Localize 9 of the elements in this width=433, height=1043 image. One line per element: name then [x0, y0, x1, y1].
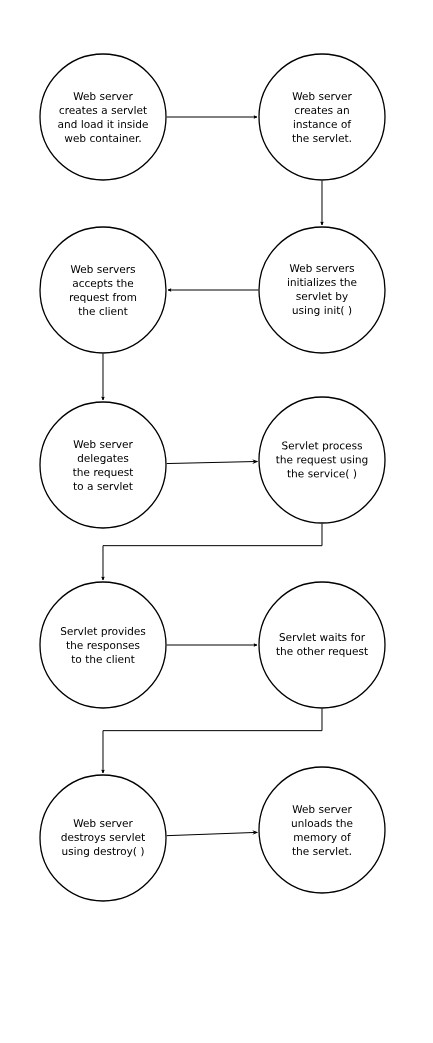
- arrow: [320, 180, 324, 226]
- arrow: [166, 115, 258, 119]
- arrow: [166, 459, 258, 465]
- arrow: [166, 643, 258, 647]
- arrow: [166, 830, 258, 837]
- arrow: [101, 708, 323, 774]
- arrow: [101, 523, 323, 581]
- arrow: [167, 288, 259, 292]
- arrow: [101, 353, 105, 401]
